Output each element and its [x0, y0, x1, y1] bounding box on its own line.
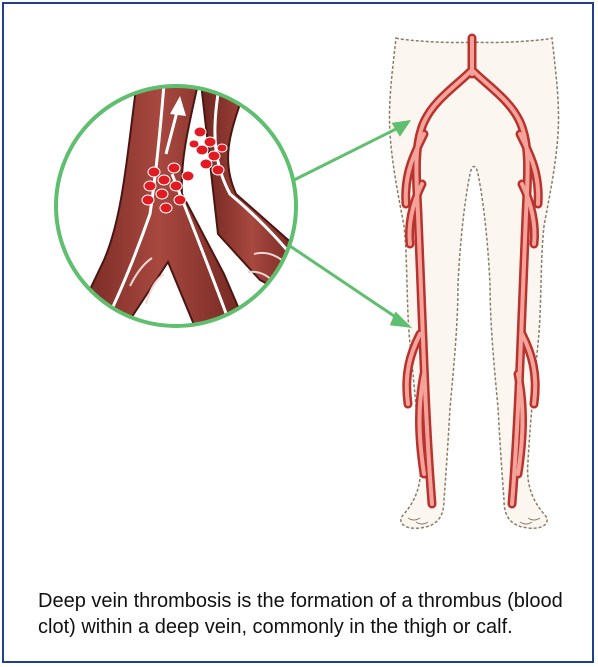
- figure-caption: Deep vein thrombosis is the formation of…: [38, 588, 578, 640]
- magnified-vein-callout: [44, 74, 314, 344]
- dvt-illustration: [4, 4, 592, 544]
- callout-pointers: [284, 122, 408, 326]
- legs-silhouette: [389, 38, 558, 528]
